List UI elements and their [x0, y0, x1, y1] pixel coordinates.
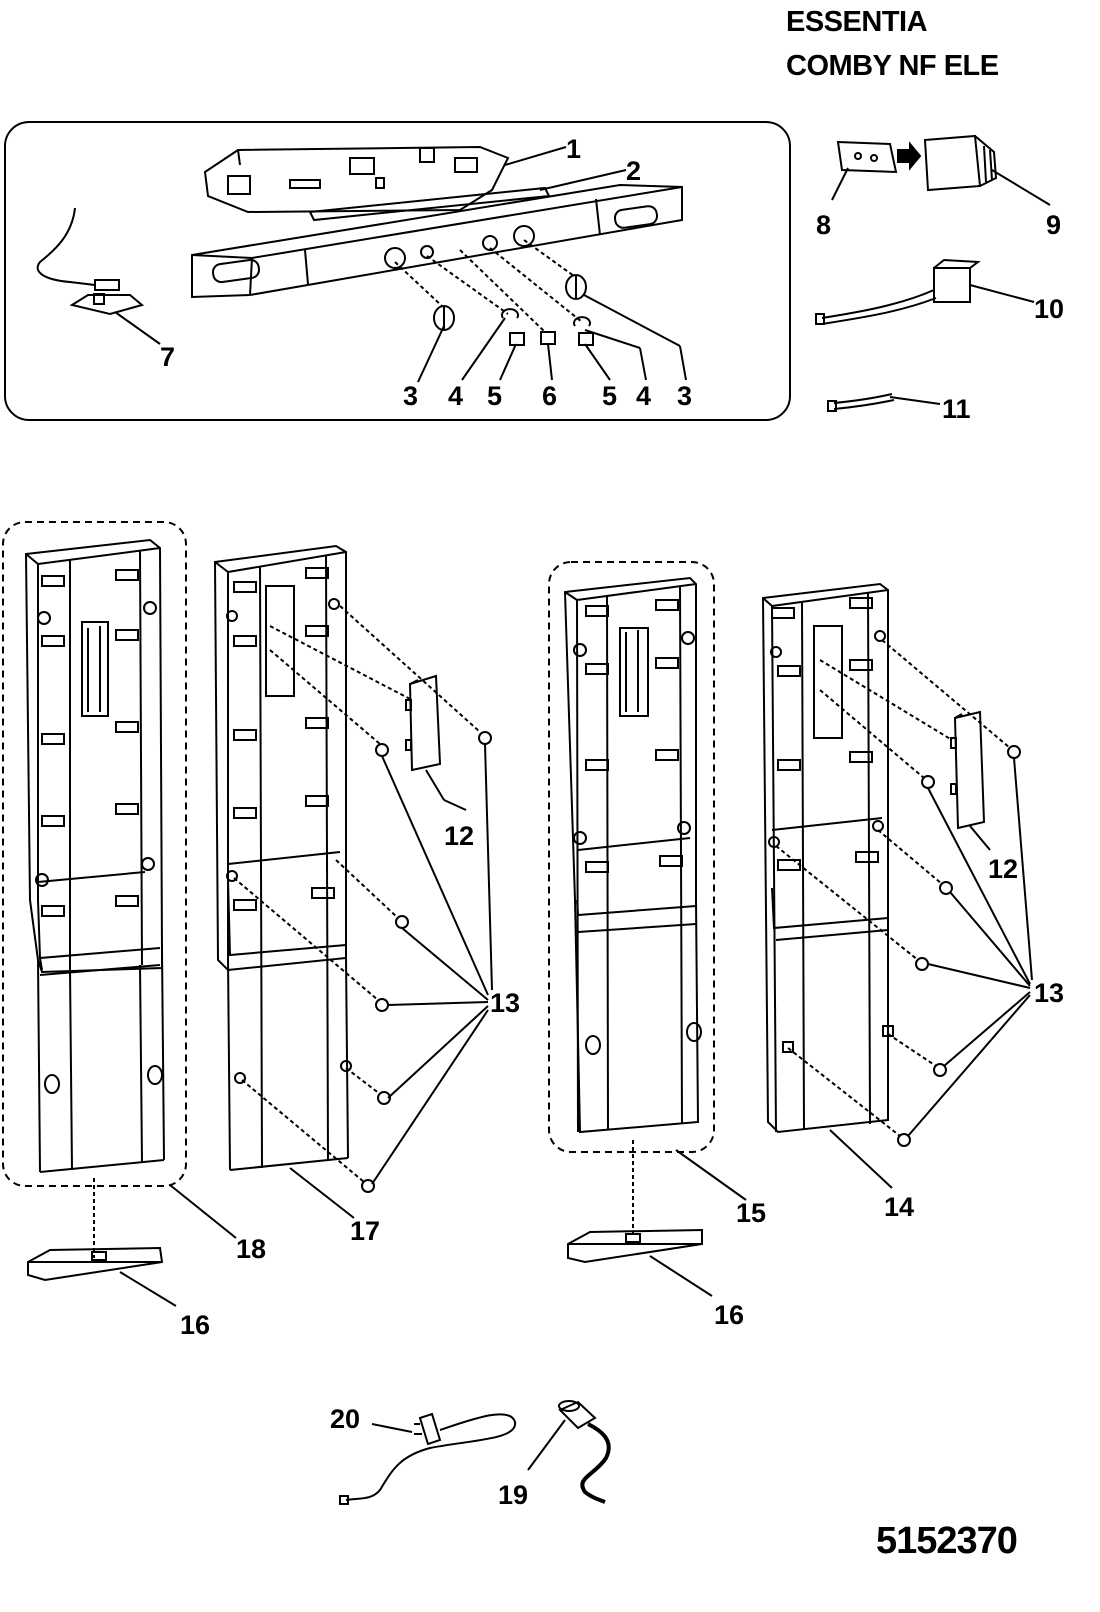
top-dashed-guides — [394, 239, 583, 333]
part-16-base-right — [567, 1228, 713, 1297]
callout-18: 18 — [236, 1234, 266, 1264]
part-10-cable-connector — [815, 258, 1035, 325]
part-7-sensor — [36, 207, 145, 316]
callout-2: 2 — [626, 156, 641, 186]
callout-11: 11 — [942, 394, 971, 424]
part-12-cover-right — [950, 710, 991, 851]
part-1-control-board — [203, 145, 510, 214]
part-16-base-left — [27, 1246, 177, 1307]
callout-7: 7 — [160, 342, 175, 372]
part-5-key-right — [578, 332, 594, 346]
part-18-frame — [2, 521, 187, 1187]
callout-5-right: 5 — [602, 381, 617, 411]
part-13-rivets-left — [361, 731, 492, 1193]
callout-10: 10 — [1034, 294, 1064, 324]
part-19-capacitor — [527, 1400, 611, 1504]
part-17-dashed-guides — [93, 605, 481, 1258]
document-number: 5152370 — [876, 1520, 1018, 1562]
part-12-cover-left — [405, 674, 467, 811]
callout-4-right: 4 — [636, 381, 651, 411]
callout-6: 6 — [542, 381, 557, 411]
callout-13-right: 13 — [1034, 978, 1064, 1008]
part-14-dashed-guides — [632, 639, 1011, 1236]
part-18-side-panel — [24, 538, 165, 1173]
part-13-rivets-right — [897, 745, 1021, 1147]
callout-16-left: 16 — [180, 1310, 210, 1340]
callout-14: 14 — [884, 1192, 914, 1222]
callout-3-right: 3 — [677, 381, 692, 411]
top-assembly-frame — [4, 121, 791, 421]
arrow-8-to-9 — [897, 141, 922, 171]
callout-19: 19 — [498, 1480, 528, 1510]
model-name-line1: ESSENTIA — [786, 6, 928, 38]
part-5-key-left — [509, 332, 525, 346]
top-housing-bar — [191, 183, 683, 299]
callout-16-right: 16 — [714, 1300, 744, 1330]
callout-20: 20 — [330, 1404, 360, 1434]
part-6-button — [540, 331, 556, 345]
callout-17: 17 — [350, 1216, 380, 1246]
model-name-line2: COMBY NF ELE — [786, 50, 999, 82]
top-leader-lines — [114, 146, 687, 383]
callout-5-left: 5 — [487, 381, 502, 411]
callout-12-right: 12 — [988, 854, 1018, 884]
callout-3-left: 3 — [403, 381, 418, 411]
part-13-leaders-right — [675, 757, 1033, 1201]
part-4-ring-right — [573, 316, 591, 327]
part-3-knob-right — [565, 274, 587, 300]
callout-8: 8 — [816, 210, 831, 240]
part-13-leaders-left — [169, 743, 493, 1239]
part-15-side-panel — [563, 576, 702, 1134]
part-8-card — [831, 140, 898, 201]
part-11-tube — [827, 393, 941, 412]
part-15-frame — [548, 561, 715, 1153]
callout-9: 9 — [1046, 210, 1061, 240]
part-4-ring-left — [501, 308, 519, 319]
callout-15: 15 — [736, 1198, 766, 1228]
part-9-module — [923, 134, 1051, 206]
callout-1: 1 — [566, 134, 581, 164]
callout-12-left: 12 — [444, 821, 474, 851]
part-14-side-panel — [761, 582, 894, 1134]
callout-13-left: 13 — [490, 988, 520, 1018]
part-20-power-cable — [339, 1412, 517, 1505]
callout-4-left: 4 — [448, 381, 463, 411]
callout-labels: 1 2 3 3 4 4 5 5 6 7 8 9 10 11 12 12 13 1… — [160, 134, 1064, 1510]
part-17-side-panel — [213, 544, 352, 1171]
